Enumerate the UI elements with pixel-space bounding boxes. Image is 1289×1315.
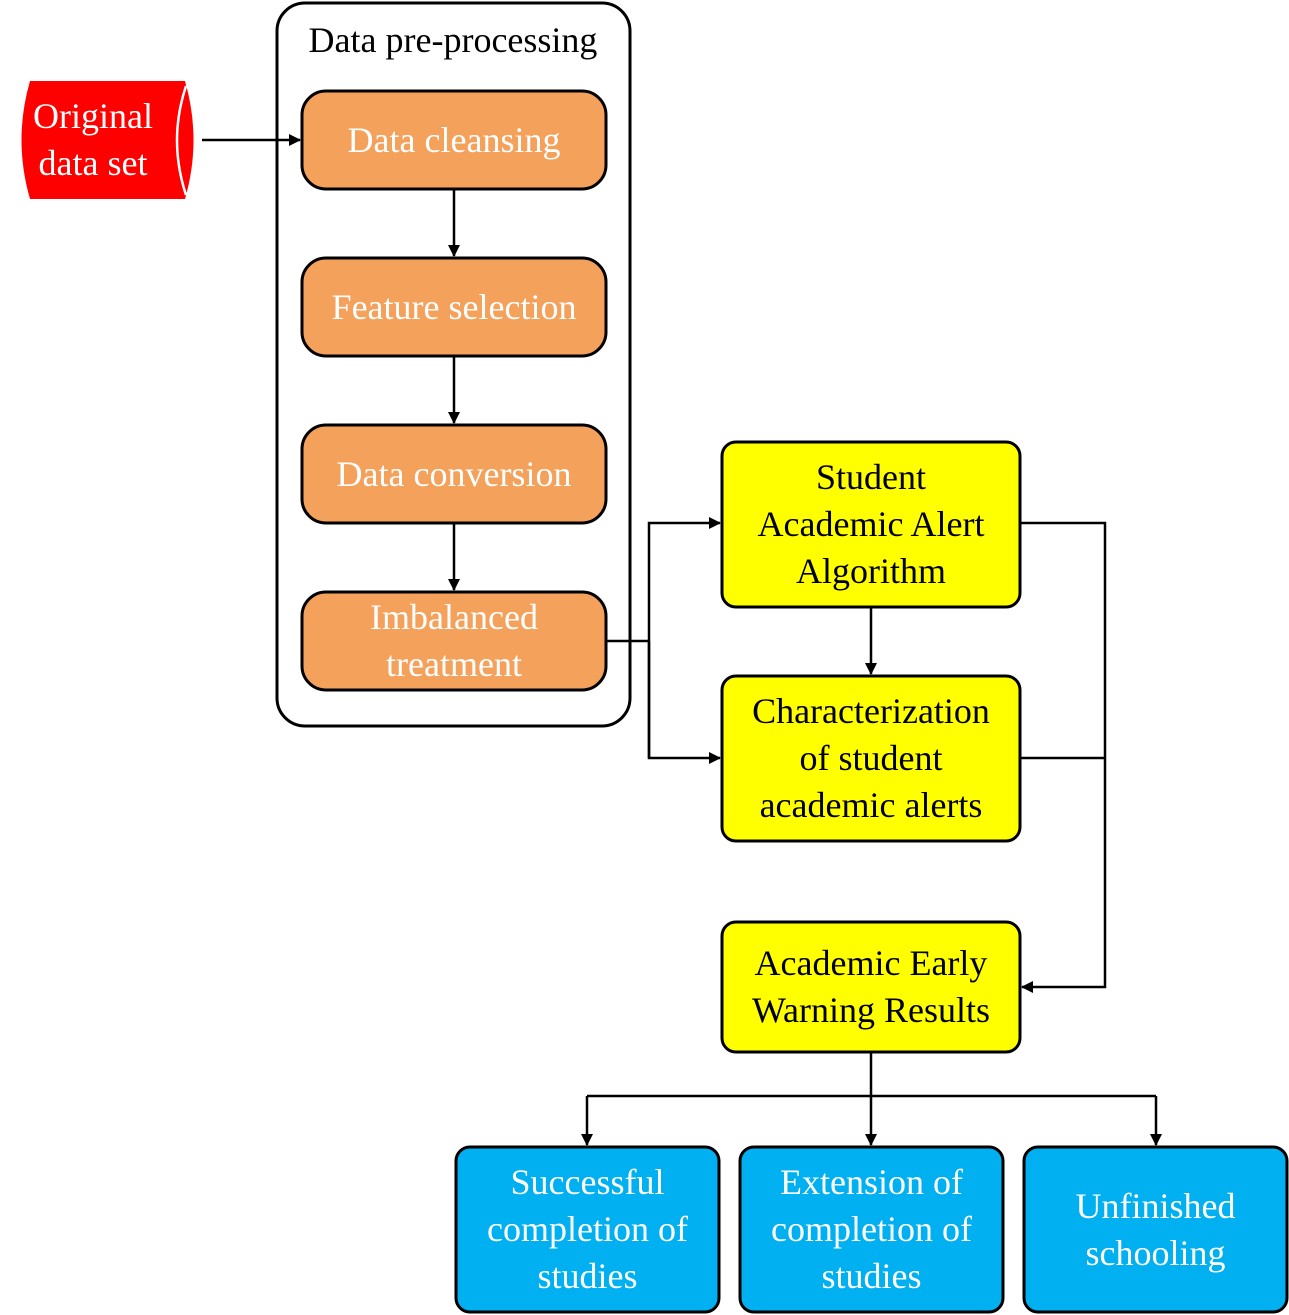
extension-completion-box [738,1145,1005,1314]
original-dataset-cylinder [21,81,194,199]
alert-algorithm-box [720,440,1022,609]
cylinder-rim [175,85,188,196]
data-conversion-box [300,423,608,525]
preprocessing-group-box [275,1,632,728]
arrow-to-early-warning-results [1021,758,1107,993]
imbalanced-treatment-box [300,590,608,692]
early-warning-results-box [720,920,1022,1054]
data-cleansing-box [300,89,608,191]
arrow-branch-to-algorithm [647,517,721,758]
unfinished-schooling-box [1022,1145,1289,1314]
successful-completion-box [454,1145,721,1314]
arrow-branch-to-characterization [647,641,721,764]
cylinder-body [21,81,194,199]
characterization-box [720,674,1022,843]
connector-algorithm-right [1020,521,1107,758]
feature-selection-box [300,256,608,358]
